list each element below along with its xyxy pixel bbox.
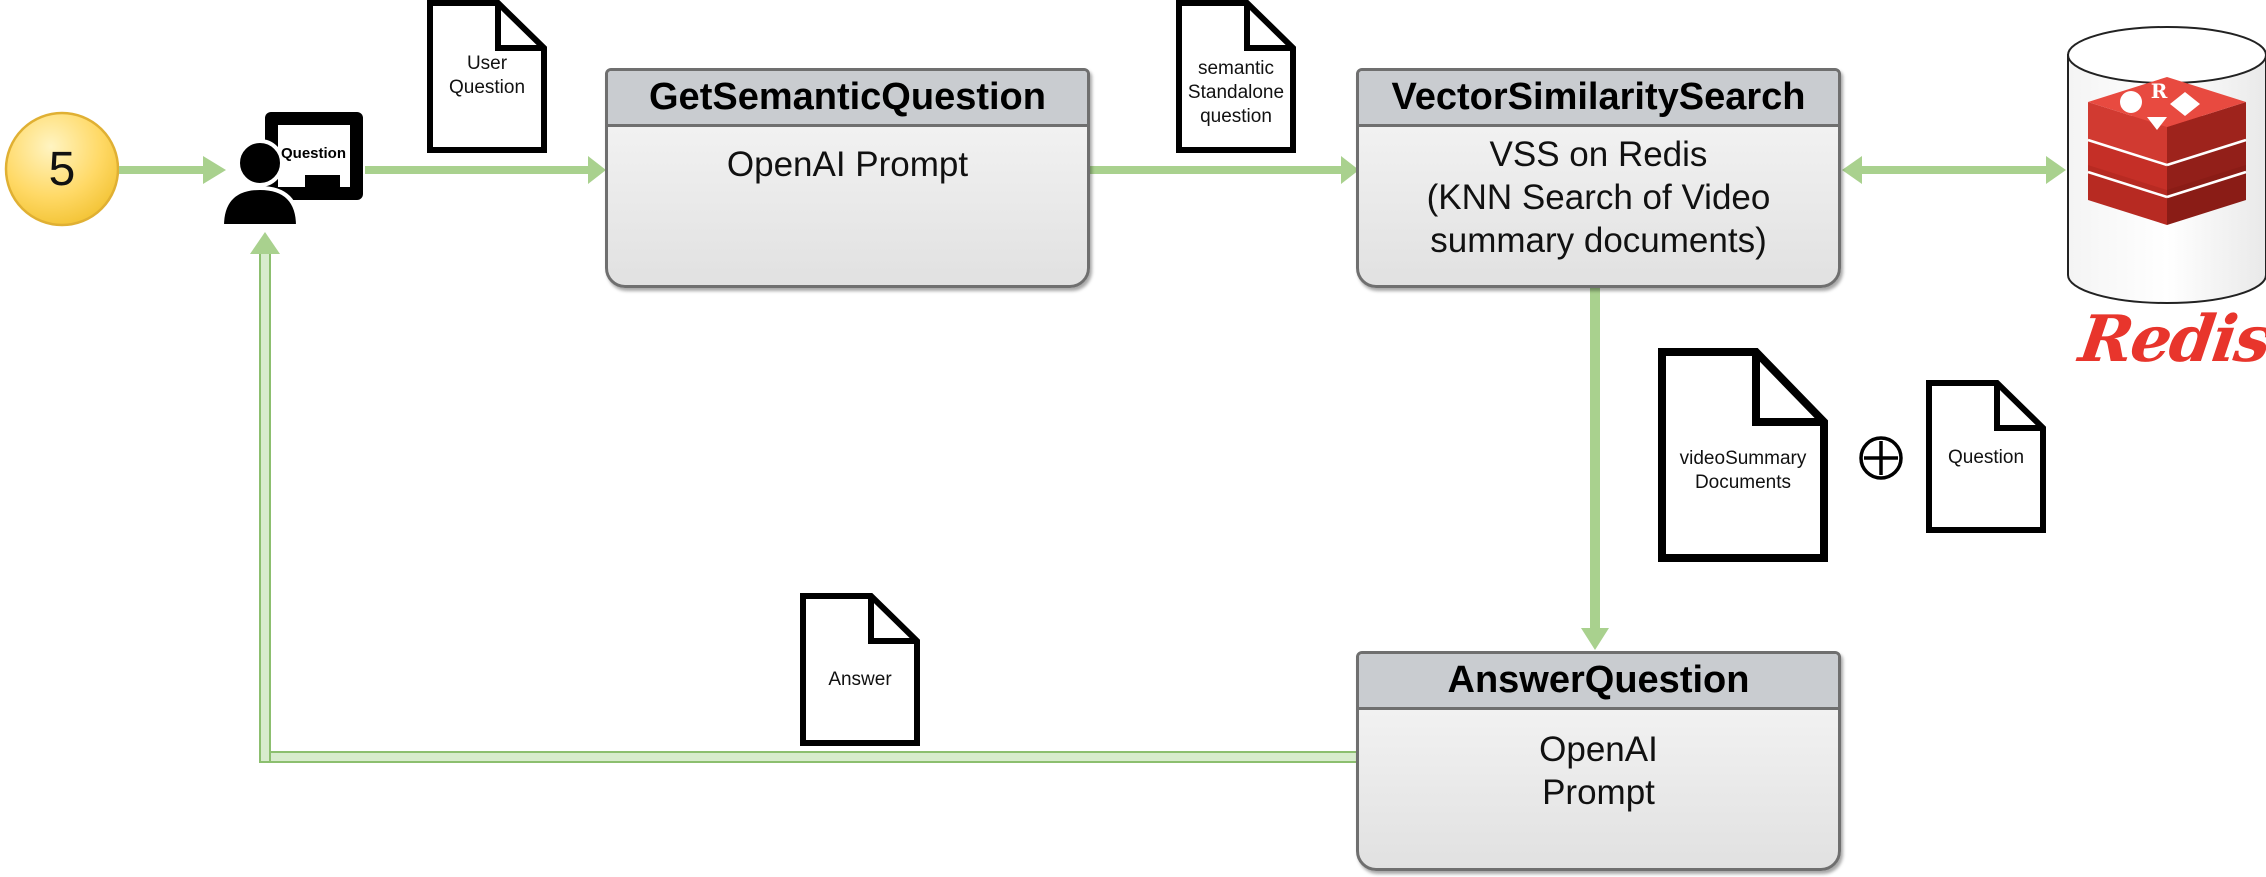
document-icon-answer — [800, 593, 920, 746]
arrow-vss-to-answer — [1581, 288, 1609, 650]
process-description: OpenAI Prompt — [726, 145, 969, 184]
step-circle — [4, 111, 120, 227]
process-title: AnswerQuestion — [1359, 654, 1838, 710]
redis-logo-icon: R — [2087, 77, 2247, 225]
process-title: VectorSimilaritySearch — [1359, 71, 1838, 127]
arrow-semantic-to-vss — [1090, 156, 1359, 184]
document-label-user-question: User Question — [448, 53, 526, 98]
document-icon-semantic-question — [1176, 0, 1296, 153]
arrow-answer-to-user — [250, 232, 1359, 763]
document-icon-question — [1926, 380, 2046, 533]
document-label-answer: Answer — [828, 669, 892, 690]
arrow-step-to-user — [119, 156, 226, 184]
arrow-user-to-semantic — [365, 156, 606, 184]
user-question-icon — [219, 112, 363, 228]
svg-text:R: R — [2151, 79, 2168, 103]
document-label-semantic-question: semantic Standalone question — [1187, 58, 1285, 127]
arrow-vss-redis — [1842, 156, 2066, 184]
process-answer-question: AnswerQuestion OpenAI Prompt — [1356, 651, 1841, 871]
process-get-semantic-question: GetSemanticQuestion OpenAI Prompt — [605, 68, 1090, 288]
process-title: GetSemanticQuestion — [608, 71, 1087, 127]
process-vector-similarity-search: VectorSimilaritySearch VSS on Redis (KNN… — [1356, 68, 1841, 288]
document-icon-user-question — [427, 0, 547, 153]
user-screen-label: Question — [281, 145, 347, 162]
redis-logo-text: Redis — [2074, 302, 2266, 377]
step-number: 5 — [48, 142, 76, 196]
document-label-video-summary: videoSummary Documents — [1679, 448, 1807, 493]
process-description: OpenAI Prompt — [1539, 730, 1658, 812]
combine-plus-icon — [1859, 436, 1903, 480]
process-description: VSS on Redis (KNN Search of Video summar… — [1426, 135, 1771, 260]
document-label-question: Question — [1947, 447, 2025, 468]
document-icon-video-summary — [1658, 348, 1828, 562]
